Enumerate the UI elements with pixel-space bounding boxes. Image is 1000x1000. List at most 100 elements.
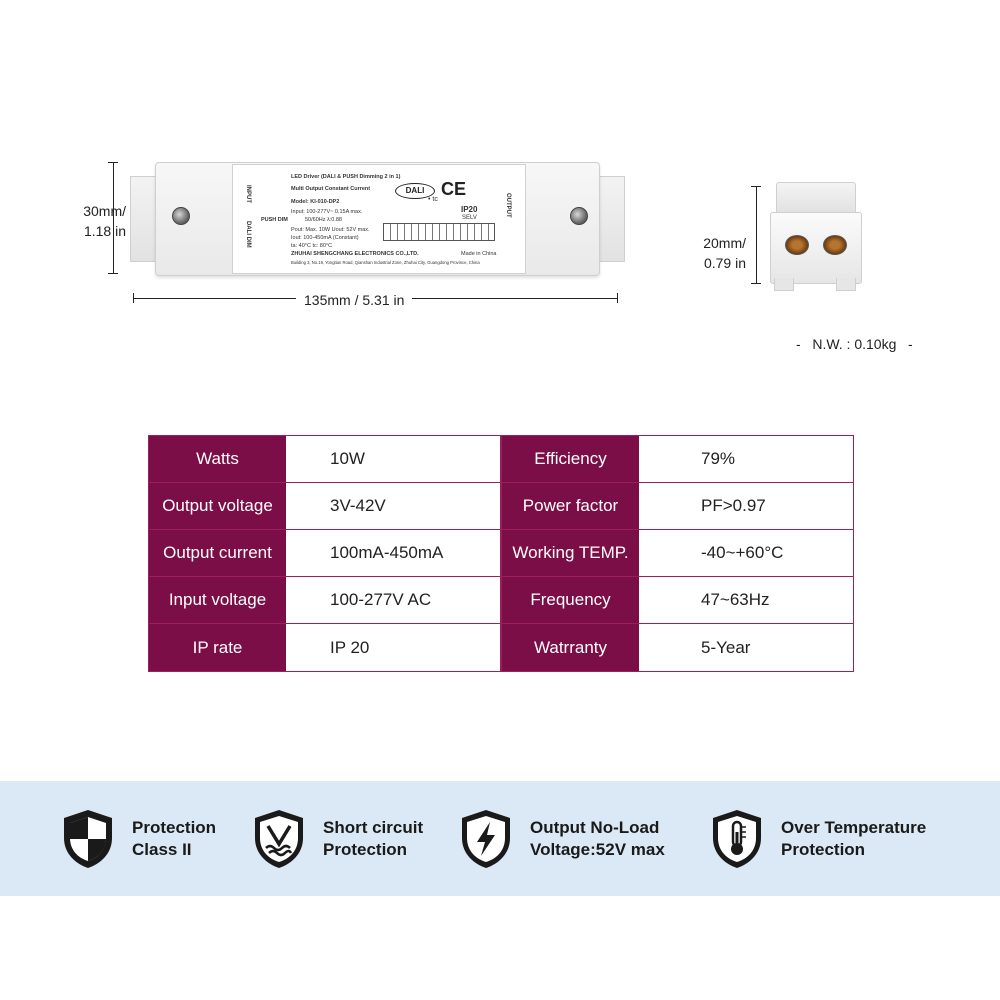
spec-row: Watts 10W (149, 436, 500, 483)
spec-value: 100mA-450mA (286, 530, 500, 576)
feature-line1: Over Temperature (781, 818, 927, 837)
spec-row: Working TEMP. -40~+60°C (502, 530, 853, 577)
spec-row: Efficiency 79% (502, 436, 853, 483)
spec-row: IP rate IP 20 (149, 624, 500, 671)
spec-value: 10W (286, 436, 500, 482)
feature-line2: Voltage:52V max (530, 840, 665, 859)
spec-row: Input voltage 100-277V AC (149, 577, 500, 624)
tc-mark: • tc (428, 196, 438, 203)
feature-short-circuit: Short circuit Protection (253, 806, 423, 872)
cable-entry-hole-right (823, 235, 847, 255)
features-band: Protection Class II Short circuit Protec… (0, 781, 1000, 896)
label-title: LED Driver (DALI & PUSH Dimming 2 in 1) (291, 174, 401, 180)
depth-dimension-line (756, 186, 757, 284)
length-dimension-tick-left (133, 293, 134, 303)
cable-entry-hole-left (785, 235, 809, 255)
height-dimension-tick-top (108, 162, 118, 163)
spec-key: Power factor (502, 483, 639, 529)
depth-dimension-tick-bottom (751, 283, 761, 284)
label-iout: Iout: 100-450mA (Constant) (291, 235, 359, 241)
label-input-side: INPUT (245, 185, 251, 203)
depth-dimension-in: 0.79 in (703, 255, 746, 271)
label-input: Input: 100-277V~ 0.15A max. (291, 209, 363, 215)
feature-line2: Class II (132, 840, 192, 859)
feature-line2: Protection (781, 840, 866, 859)
spec-key: Watrranty (502, 624, 639, 671)
spec-row: Power factor PF>0.97 (502, 483, 853, 530)
driver-end-view (770, 182, 862, 291)
label-dali-dim: DALI DIM (245, 221, 251, 248)
label-frequency: 50/60Hz λ:0.88 (305, 217, 342, 223)
label-subtitle: Multi Output Constant Current (291, 186, 371, 192)
right-mounting-tab (597, 176, 625, 262)
spec-value: 5-Year (639, 624, 853, 671)
label-output-side: OUTPUT (505, 193, 511, 218)
length-dimension-label: 135mm / 5.31 in (296, 290, 413, 310)
height-dimension-mm: 30mm/ (83, 203, 126, 219)
spec-key: Watts (149, 436, 286, 482)
protection-class-ii-shield-icon (64, 810, 112, 868)
spec-key: Output current (149, 530, 286, 576)
depth-dimension-tick-top (751, 186, 761, 187)
net-weight: - N.W. : 0.10kg - (796, 336, 913, 352)
spec-key: Output voltage (149, 483, 286, 529)
spec-value: 3V-42V (286, 483, 500, 529)
feature-line1: Short circuit (323, 818, 424, 837)
spec-row: Output voltage 3V-42V (149, 483, 500, 530)
feature-line2: Protection (323, 840, 408, 859)
height-dimension-line (113, 162, 114, 274)
spec-key: Efficiency (502, 436, 639, 482)
feature-line1: Output No-Load (530, 818, 660, 837)
feature-text: Protection Class II (132, 817, 216, 861)
label-push-dim: PUSH DIM (261, 217, 288, 223)
label-model: Model: KI-010-DP2 (291, 199, 340, 205)
feature-text: Short circuit Protection (323, 817, 423, 861)
end-view-foot-right (836, 278, 856, 291)
depth-dimension-label: 20mm/ 0.79 in (694, 233, 746, 273)
feature-text: Over Temperature Protection (781, 817, 926, 861)
spec-value: -40~+60°C (639, 530, 853, 576)
spec-table-left: Watts 10W Output voltage 3V-42V Output c… (148, 435, 501, 672)
height-dimension-tick-bottom (108, 273, 118, 274)
end-view-top (776, 182, 856, 216)
selv-mark: SELV (462, 215, 477, 221)
label-company: ZHUHAI SHENGCHANG ELECTRONICS CO.,LTD. (291, 251, 419, 257)
left-mounting-tab (130, 176, 158, 262)
lightning-shield-icon (462, 810, 510, 868)
ip-rating-mark: IP20 (461, 205, 478, 214)
length-dimension-tick-right (617, 293, 618, 303)
label-address: Building 3, No.19, Yongtian Road, Qiansh… (291, 260, 480, 265)
end-view-face (770, 212, 862, 284)
feature-output-no-load: Output No-Load Voltage:52V max (460, 806, 665, 872)
spec-value: 100-277V AC (286, 577, 500, 623)
thermometer-shield-icon (713, 810, 761, 868)
height-dimension-in: 1.18 in (83, 223, 126, 239)
end-view-foot-left (774, 278, 794, 291)
spec-value: IP 20 (286, 624, 500, 671)
right-screw-icon (570, 207, 588, 225)
feature-protection-class-ii: Protection Class II (62, 806, 216, 872)
label-temps: ta: 40°C tc: 80°C (291, 243, 333, 249)
dali-logo: DALI (395, 183, 435, 199)
spec-value: 47~63Hz (639, 577, 853, 623)
spec-value: PF>0.97 (639, 483, 853, 529)
feature-over-temperature: Over Temperature Protection (711, 806, 926, 872)
spec-row: Frequency 47~63Hz (502, 577, 853, 624)
depth-dimension-mm: 20mm/ (703, 235, 746, 251)
spec-key: Frequency (502, 577, 639, 623)
spec-row: Watrranty 5-Year (502, 624, 853, 671)
spec-key: IP rate (149, 624, 286, 671)
spec-key: Working TEMP. (502, 530, 639, 576)
spec-row: Output current 100mA-450mA (149, 530, 500, 577)
label-pout: Pout: Max. 10W Uout: 52V max. (291, 227, 370, 233)
label-made-in: Made in China (461, 251, 497, 257)
feature-text: Output No-Load Voltage:52V max (530, 817, 665, 861)
feature-line1: Protection (132, 818, 217, 837)
ce-mark: CE (441, 179, 467, 199)
left-screw-icon (172, 207, 190, 225)
spec-value: 79% (639, 436, 853, 482)
short-circuit-shield-icon (255, 810, 303, 868)
height-dimension-label: 30mm/ 1.18 in (74, 201, 126, 241)
product-label-sticker: LED Driver (DALI & PUSH Dimming 2 in 1) … (232, 164, 526, 274)
spec-table-right: Efficiency 79% Power factor PF>0.97 Work… (501, 435, 854, 672)
